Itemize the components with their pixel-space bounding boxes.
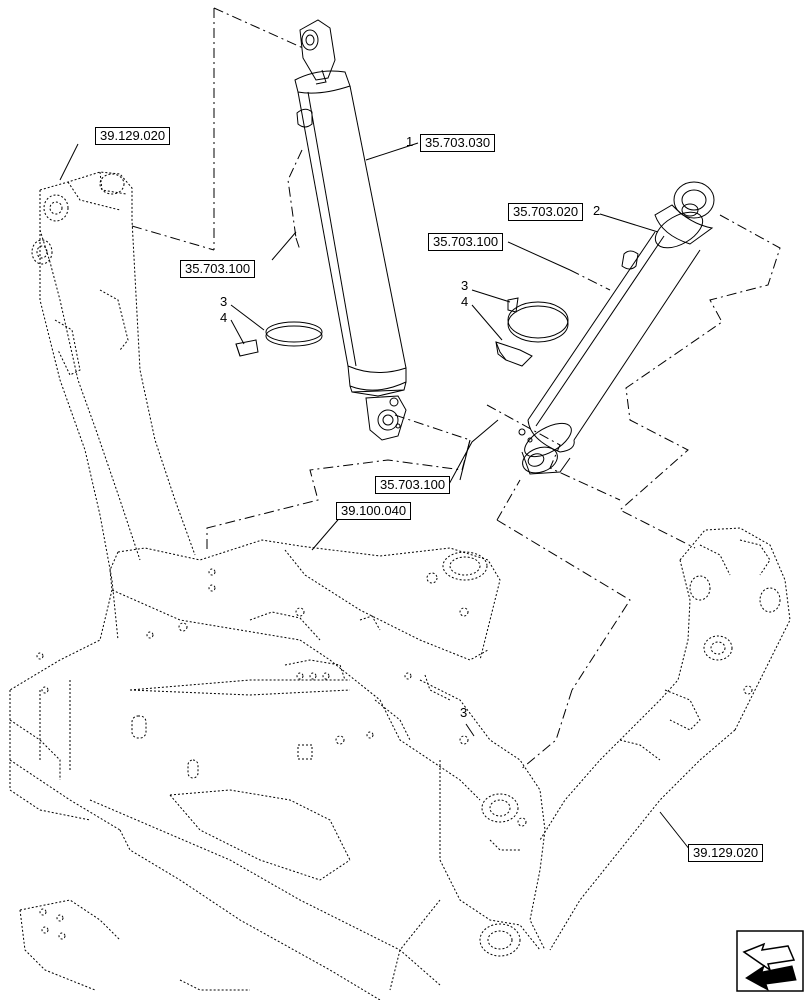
ref-35-703-100-left[interactable]: 35.703.100 — [180, 260, 256, 278]
ref-39-129-020-top[interactable]: 39.129.020 — [95, 127, 171, 145]
callout-4-right: 4 — [461, 294, 469, 309]
callout-3-frame: 3 — [460, 705, 468, 720]
clip-left — [235, 339, 259, 357]
ref-35-703-100-right[interactable]: 35.703.100 — [428, 233, 504, 251]
callout-1: 1 — [406, 134, 414, 149]
ref-35-703-100-lower[interactable]: 35.703.100 — [375, 476, 451, 494]
ref-39-129-020-bottom[interactable]: 39.129.020 — [688, 844, 764, 862]
callout-4-left: 4 — [220, 310, 228, 325]
clamp-ring-right — [507, 297, 569, 343]
right-boom-arm — [539, 527, 791, 951]
callout-2: 2 — [593, 203, 601, 218]
ref-35-703-030[interactable]: 35.703.030 — [420, 134, 496, 152]
ref-35-703-020[interactable]: 35.703.020 — [508, 203, 584, 221]
assembly-lines — [131, 7, 781, 771]
hydraulic-cylinder-2 — [518, 181, 715, 475]
callout-3-left: 3 — [220, 294, 228, 309]
lower-frame — [19, 607, 546, 991]
clamp-ring-left — [265, 321, 323, 347]
nav-arrow-graphic — [736, 930, 804, 992]
left-boom-arm — [31, 171, 196, 641]
next-page-arrow-icon[interactable] — [736, 930, 804, 992]
frame-plate — [9, 539, 501, 1001]
ref-39-100-040[interactable]: 39.100.040 — [336, 502, 412, 520]
callout-3-right: 3 — [461, 278, 469, 293]
callout-leaders — [59, 142, 691, 851]
clip-right — [495, 341, 533, 367]
hydraulic-cylinder-1 — [294, 19, 407, 441]
